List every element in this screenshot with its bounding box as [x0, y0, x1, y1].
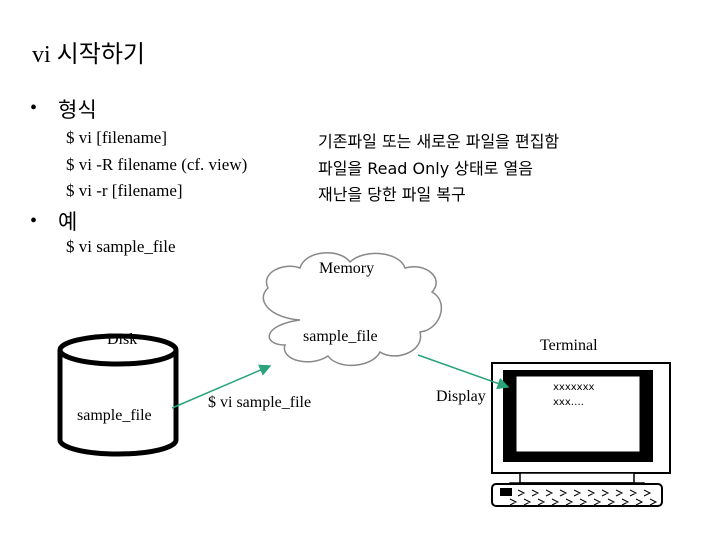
bullet-format-label: 형식 — [58, 98, 97, 122]
disk-cylinder-icon — [57, 333, 179, 457]
terminal-monitor-icon — [491, 362, 671, 490]
screen-line: xxxxxxx — [553, 382, 595, 393]
terminal-label: Terminal — [540, 337, 598, 354]
format-description-3: 재난을 당한 파일 복구 — [318, 185, 466, 204]
memory-to-terminal-arrow — [417, 354, 510, 390]
format-command-3: $ vi -r [filename] — [66, 181, 183, 200]
memory-cloud-icon — [262, 252, 443, 367]
screen-line: xxx…. — [553, 397, 584, 408]
example-command: $ vi sample_file — [66, 237, 176, 256]
bullet-example-label: 예 — [58, 210, 78, 234]
disk-label: Disk — [107, 331, 138, 348]
format-description-2: 파일을 Read Only 상태로 열음 — [318, 159, 533, 178]
page-title: vi 시작하기 — [32, 42, 145, 68]
bullet-marker: • — [30, 97, 38, 119]
display-label: Display — [436, 388, 486, 405]
disk-to-memory-arrow — [171, 364, 272, 409]
bullet-marker: • — [30, 210, 38, 232]
memory-label: Memory — [319, 260, 375, 277]
vi-command-label: $ vi sample_file — [208, 394, 312, 411]
format-command-2: $ vi -R filename (cf. view) — [66, 155, 248, 174]
memory-file-label: sample_file — [303, 328, 378, 345]
format-command-1: $ vi [filename] — [66, 128, 168, 147]
disk-file-label: sample_file — [77, 407, 152, 424]
keyboard-icon — [491, 483, 663, 507]
format-description-1: 기존파일 또는 새로운 파일을 편집함 — [318, 132, 560, 151]
